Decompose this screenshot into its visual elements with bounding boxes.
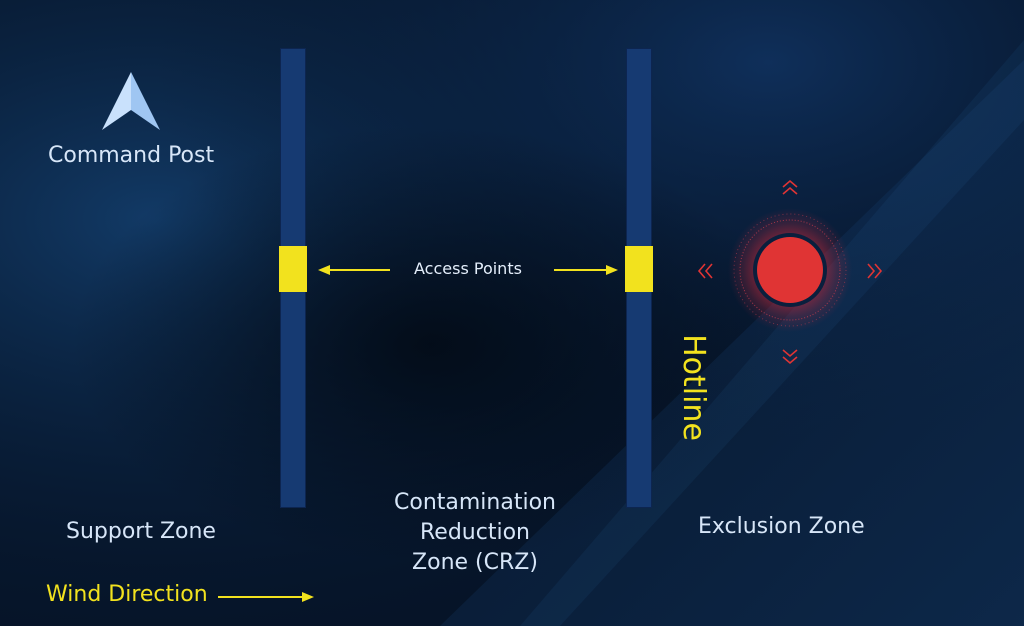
wind-direction-label: Wind Direction <box>46 582 208 607</box>
crz-label-line2: Reduction <box>420 520 530 545</box>
arrowhead-icon <box>102 72 160 130</box>
double-chevron-down-icon <box>782 349 798 365</box>
double-chevron-left-icon <box>697 263 713 279</box>
crz-label: Contamination Reduction Zone (CRZ) <box>370 488 580 578</box>
double-chevron-right-icon <box>867 263 883 279</box>
support-zone-label: Support Zone <box>66 519 216 544</box>
access-point-left <box>279 246 307 292</box>
crz-label-line3: Zone (CRZ) <box>412 550 538 575</box>
double-chevron-up-icon <box>782 179 798 195</box>
arrow-right-icon <box>554 265 618 275</box>
access-point-right <box>625 246 653 292</box>
crz-label-line1: Contamination <box>394 490 556 515</box>
hazard-source-icon <box>728 208 852 332</box>
access-points-label: Access Points <box>414 259 522 278</box>
arrow-left-icon <box>318 265 390 275</box>
exclusion-zone-label: Exclusion Zone <box>698 514 865 539</box>
command-post-label: Command Post <box>48 143 215 168</box>
wind-arrow-icon <box>218 592 314 602</box>
